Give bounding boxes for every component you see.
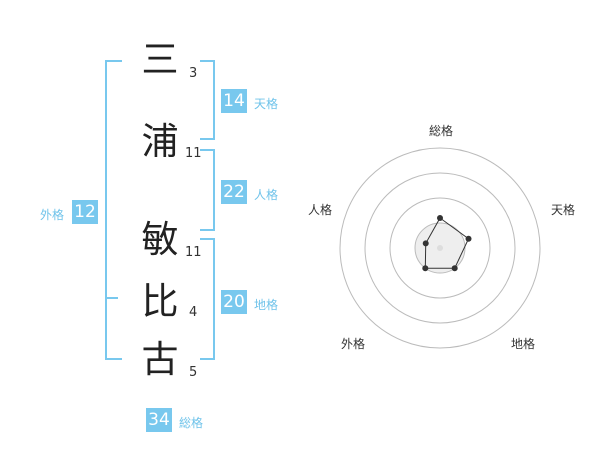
radar-label-jinkaku: 人格	[308, 203, 333, 217]
radar-label-gaikaku: 外格	[341, 337, 366, 351]
chikaku-label: 地格	[254, 298, 279, 312]
jinkaku-bracket	[200, 149, 215, 231]
gaikaku-value-badge: 12	[72, 200, 98, 224]
name-char-3: 敏	[141, 218, 179, 261]
gaikaku-label: 外格	[40, 208, 65, 222]
radar-ring	[364, 172, 516, 324]
stroke-count-5: 5	[189, 365, 198, 380]
name-char-2: 浦	[141, 120, 179, 163]
stroke-count-1: 3	[189, 66, 198, 81]
jinkaku-label: 人格	[254, 188, 279, 202]
tenkaku-label: 天格	[254, 97, 279, 111]
radar-point	[422, 240, 429, 247]
soukaku-value-badge: 34	[146, 408, 172, 432]
name-char-4: 比	[141, 280, 179, 323]
name-char-5: 古	[141, 338, 179, 381]
radar-ring	[389, 197, 491, 299]
radar-center-dot	[437, 245, 443, 251]
radar-label-soukaku: 総格	[429, 124, 454, 138]
tenkaku-bracket	[200, 60, 215, 140]
radar-point	[437, 215, 443, 221]
radar-label-tenkaku: 天格	[551, 203, 576, 217]
radar-value-polygon	[424, 217, 470, 269]
radar-point	[465, 235, 472, 242]
soukaku-label: 総格	[179, 416, 204, 430]
jinkaku-value-badge: 22	[221, 180, 247, 204]
chikaku-value-badge: 20	[221, 290, 247, 314]
radar-point	[422, 265, 429, 272]
radar-ring	[339, 147, 541, 349]
name-char-1: 三	[141, 38, 179, 81]
radar-point	[451, 265, 458, 272]
gaikaku-bracket	[105, 60, 122, 360]
stroke-count-2: 11	[185, 146, 202, 161]
stroke-count-3: 11	[185, 245, 202, 260]
radar-points	[422, 215, 472, 272]
chikaku-bracket	[200, 238, 215, 360]
radar-label-chikaku: 地格	[511, 337, 536, 351]
tenkaku-value-badge: 14	[221, 89, 247, 113]
stroke-count-4: 4	[189, 305, 198, 320]
